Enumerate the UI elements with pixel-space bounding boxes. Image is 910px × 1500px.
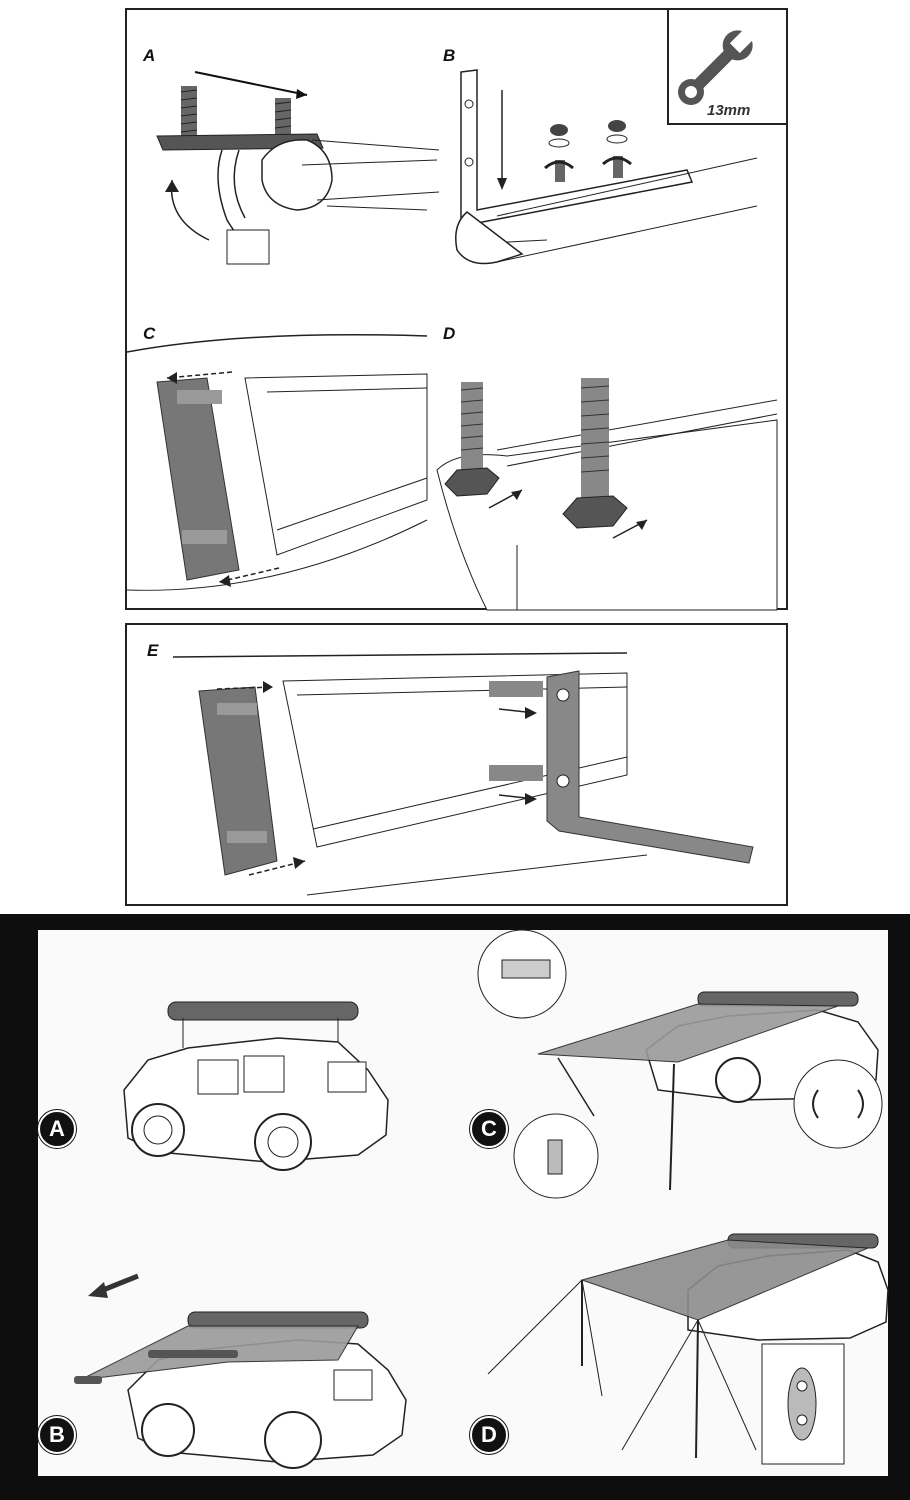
car-rolled-awning — [123, 1001, 389, 1171]
car-awning-pulling-out — [74, 1273, 407, 1469]
car-awning-staked — [487, 1233, 889, 1465]
mounting-instructions-panel: 13mm A B C D — [125, 8, 788, 611]
awning-deployment-steps: A B C D — [38, 929, 889, 1476]
bracket-insertion-panel: E — [125, 623, 788, 906]
step-badge-a: A — [38, 1110, 76, 1148]
step-b-illustration — [455, 69, 758, 265]
step-badge-b: B — [38, 1416, 76, 1454]
step-e-illustration — [172, 652, 754, 896]
awning-deployment-panel: A B C D — [0, 914, 910, 1500]
step-label-b: B — [443, 46, 456, 65]
wrench-size-label: 13mm — [707, 102, 751, 119]
step-c-illustration — [126, 333, 428, 591]
tool-callout: 13mm — [667, 10, 787, 125]
step-label-e: E — [147, 641, 159, 660]
step-badge-c: C — [470, 1110, 508, 1148]
step-label-d: D — [443, 324, 456, 343]
wrench-icon — [678, 27, 756, 105]
step-d-illustration — [436, 378, 778, 611]
bolt-set — [544, 120, 632, 182]
step-a-illustration — [156, 71, 440, 265]
step-label-a: A — [143, 46, 156, 65]
car-awning-deployed-legs — [477, 929, 883, 1199]
awning-steps-illustration — [74, 929, 889, 1469]
step-badge-d: D — [470, 1416, 508, 1454]
step-label-c: C — [143, 324, 156, 343]
